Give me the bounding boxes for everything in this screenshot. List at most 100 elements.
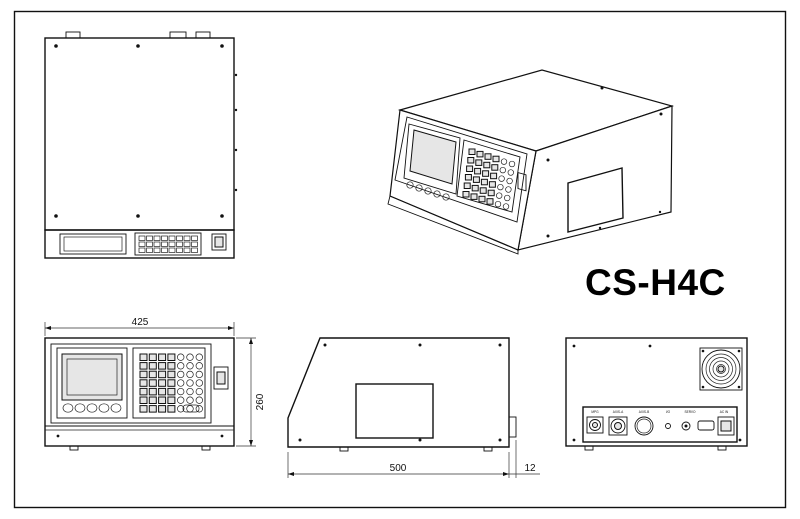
key: [176, 241, 183, 247]
key: [168, 235, 176, 241]
key: [471, 184, 479, 192]
key: [487, 189, 495, 197]
key: [146, 235, 153, 241]
softkey: [62, 403, 74, 413]
depth-dimension: 500: [390, 463, 407, 474]
key: [472, 176, 480, 183]
key: [474, 167, 482, 175]
key: [494, 200, 502, 208]
key: [148, 405, 157, 413]
key: [475, 159, 483, 166]
key: [186, 396, 194, 404]
rear-label: AXIS-B: [639, 410, 649, 414]
key: [183, 235, 191, 241]
key: [167, 370, 176, 379]
rear-label: AC IN: [720, 410, 729, 414]
key: [195, 405, 203, 413]
height-dimension: 260: [255, 393, 266, 410]
rear-label: AXIS-A: [613, 410, 624, 414]
key: [177, 396, 185, 404]
key: [161, 235, 168, 241]
key: [191, 241, 198, 247]
key: [463, 182, 471, 189]
key: [478, 195, 486, 203]
key: [186, 379, 194, 387]
model-title: CS-H4C: [585, 262, 726, 303]
key: [153, 235, 161, 241]
key: [480, 178, 488, 186]
key: [177, 353, 185, 361]
key: [466, 165, 474, 172]
key: [177, 387, 185, 396]
softkey: [98, 403, 110, 413]
key: [195, 387, 203, 396]
key: [183, 247, 191, 253]
key: [158, 387, 167, 396]
key: [148, 362, 157, 370]
key: [161, 247, 168, 253]
width-dimension: 425: [132, 317, 149, 328]
key: [167, 396, 176, 404]
key: [146, 241, 153, 247]
key: [479, 187, 487, 194]
key: [483, 161, 491, 169]
key: [138, 247, 146, 253]
key: [176, 235, 183, 241]
sheet-border: [13, 10, 787, 509]
key: [139, 396, 148, 404]
key: [139, 362, 148, 370]
key: [468, 148, 476, 155]
key: [148, 353, 157, 361]
key: [138, 235, 146, 241]
rear-label: MPG: [591, 410, 599, 414]
key: [195, 362, 203, 370]
key: [139, 405, 148, 413]
key: [476, 150, 484, 158]
key: [168, 241, 176, 247]
key: [177, 379, 185, 387]
key: [467, 157, 475, 164]
key: [153, 241, 161, 247]
key: [504, 194, 511, 202]
key: [168, 247, 176, 253]
key: [183, 241, 191, 247]
key: [186, 362, 194, 370]
key: [195, 379, 203, 387]
key: [176, 247, 183, 253]
key: [148, 387, 157, 396]
key: [167, 353, 176, 361]
key: [167, 362, 176, 370]
key: [167, 379, 176, 387]
top-view: [44, 31, 238, 259]
key: [506, 177, 513, 185]
key: [139, 353, 148, 361]
key: [148, 396, 157, 404]
key: [177, 405, 185, 413]
rear-label: SERVO: [684, 410, 696, 414]
key: [507, 169, 514, 176]
key: [139, 379, 148, 387]
key: [464, 174, 472, 181]
key: [158, 396, 167, 404]
key: [158, 362, 167, 370]
key: [158, 370, 167, 379]
key: [182, 404, 200, 413]
softkey: [74, 403, 86, 413]
key: [195, 396, 203, 404]
front-view: 425 260: [44, 317, 266, 451]
rear-connectors: [586, 416, 735, 436]
key: [146, 247, 153, 253]
key: [139, 387, 148, 396]
key: [158, 405, 167, 413]
key: [177, 370, 185, 379]
key: [499, 166, 506, 174]
key: [139, 370, 148, 379]
softkey: [86, 403, 98, 413]
key: [158, 379, 167, 387]
key: [186, 405, 194, 413]
softkey: [110, 403, 122, 413]
isometric-view: [387, 69, 675, 255]
key: [470, 193, 478, 200]
